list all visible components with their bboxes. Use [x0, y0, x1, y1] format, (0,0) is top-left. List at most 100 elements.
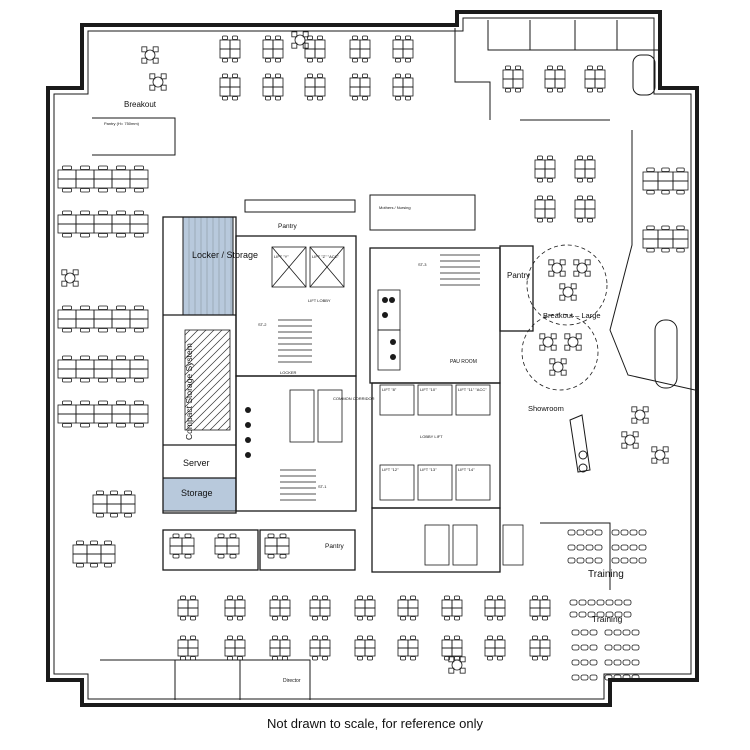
desk-cluster	[544, 65, 566, 93]
room-label-lift-lobby: LIFT LOBBY	[308, 298, 331, 303]
round-tables	[61, 31, 669, 674]
lift-label: LIFT "Z" "ACC"	[312, 254, 340, 259]
desk-cluster	[262, 73, 284, 101]
round-table	[548, 259, 566, 277]
desk-cluster	[349, 35, 371, 63]
desk-cluster	[534, 195, 556, 223]
desk-cluster	[354, 635, 376, 661]
interior-partitions	[92, 20, 696, 700]
training-seat-row	[604, 674, 640, 681]
room-label-pantry-right: Pantry	[507, 271, 530, 280]
desk-cluster	[309, 635, 331, 661]
conference-table	[632, 54, 678, 389]
desk-cluster	[57, 210, 149, 238]
desk-cluster	[397, 635, 419, 661]
round-table	[621, 431, 639, 449]
compact-storage-hatch	[184, 329, 231, 431]
lift-label: LIFT "11" "ACC"	[458, 387, 487, 392]
room-label-locker-storage: Locker / Storage	[192, 250, 258, 260]
training-seating	[567, 529, 647, 681]
round-table	[559, 283, 577, 301]
desk-cluster	[214, 533, 240, 559]
round-table	[141, 46, 159, 64]
desk-cluster	[57, 305, 149, 333]
desk-cluster	[304, 73, 326, 101]
desk-cluster	[269, 595, 291, 621]
desk-cluster	[529, 595, 551, 621]
desk-cluster	[262, 35, 284, 63]
desk-cluster	[642, 225, 689, 253]
core-walls	[162, 216, 534, 573]
desk-cluster	[584, 65, 606, 93]
desk-cluster	[57, 165, 149, 193]
desk-cluster	[534, 155, 556, 183]
lift-label: LIFT "Y"	[274, 254, 289, 259]
round-table	[564, 333, 582, 351]
desk-cluster	[177, 635, 199, 661]
desk-cluster	[264, 533, 290, 559]
stair-label: ST-1	[318, 484, 327, 489]
room-label-common-corridor: COMMON CORRIDOR	[333, 396, 375, 401]
room-label-pantry-center: Pantry	[278, 223, 298, 230]
lift-label: LIFT "10"	[420, 387, 437, 392]
round-table	[573, 259, 591, 277]
lift-label: LIFT "13"	[420, 467, 437, 472]
room-label-training-2: Training	[592, 614, 623, 624]
room-label-pantry-bottom: Pantry	[325, 543, 345, 550]
stair-label: ST-2	[258, 322, 267, 327]
lift-label: LIFT "8"	[382, 387, 397, 392]
room-label-locker: LOCKER	[280, 370, 297, 375]
training-seat-row	[604, 644, 640, 651]
round-table	[549, 358, 567, 376]
room-label-lift-lobby-2: LOBBY LIFT	[420, 434, 443, 439]
desk-cluster	[392, 35, 414, 63]
desk-cluster	[169, 533, 195, 559]
training-seat-row	[567, 557, 603, 564]
desk-cluster	[397, 595, 419, 621]
training-seat-row	[571, 674, 598, 681]
training-seat-row	[569, 611, 632, 618]
desk-cluster	[354, 595, 376, 621]
round-table	[291, 31, 309, 49]
desk-cluster	[224, 635, 246, 661]
training-seat-row	[604, 629, 640, 636]
round-table	[539, 333, 557, 351]
round-table	[448, 656, 466, 674]
lift-label: LIFT "14"	[458, 467, 475, 472]
toilet-fixtures	[245, 297, 396, 458]
desk-cluster	[502, 65, 524, 93]
desk-cluster	[177, 595, 199, 621]
desk-cluster	[484, 635, 506, 661]
desk-cluster	[304, 35, 326, 63]
training-seat-row	[611, 529, 647, 536]
round-table	[149, 73, 167, 91]
room-label-director: Director	[283, 678, 301, 684]
room-label-breakout: Breakout	[124, 100, 157, 109]
desk-cluster	[269, 635, 291, 661]
desk-cluster	[92, 490, 136, 518]
desk-cluster	[219, 73, 241, 101]
round-table	[651, 446, 669, 464]
training-seat-row	[569, 599, 632, 606]
showroom-display	[569, 414, 591, 473]
round-table	[631, 406, 649, 424]
room-label-pau-room: PAU ROOM	[450, 359, 477, 365]
desk-cluster	[57, 400, 149, 428]
desk-cluster	[57, 355, 149, 383]
desk-cluster	[392, 73, 414, 101]
training-seat-row	[604, 659, 640, 666]
room-label-showroom: Showroom	[528, 404, 564, 413]
desk-cluster	[484, 595, 506, 621]
training-seat-row	[567, 529, 603, 536]
stair-label: ST-3	[418, 262, 427, 267]
desk-cluster	[309, 595, 331, 621]
desk-cluster	[574, 155, 596, 183]
desk-cluster	[441, 595, 463, 621]
desk-cluster	[72, 540, 116, 568]
training-seat-row	[571, 644, 598, 651]
storage-highlight	[162, 477, 237, 512]
training-seat-row	[611, 557, 647, 564]
room-label-pantry-top-left: Pantry (H= 750mm)	[104, 121, 140, 126]
desk-cluster	[529, 635, 551, 661]
